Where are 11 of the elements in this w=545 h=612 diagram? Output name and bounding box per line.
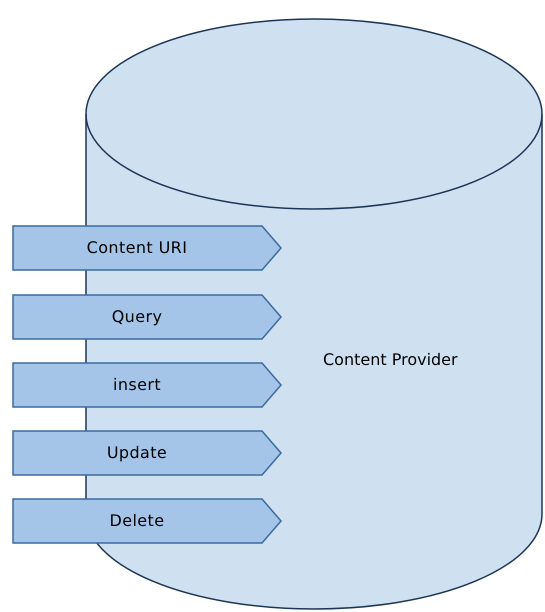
tag-label: insert xyxy=(112,374,162,396)
pentagon-tag xyxy=(12,225,282,271)
cylinder-label: Content Provider xyxy=(323,349,458,371)
tag-label: Content URI xyxy=(86,237,188,259)
pentagon-tag xyxy=(12,498,282,544)
pentagon-tag xyxy=(12,294,282,340)
tag-label: Delete xyxy=(110,510,164,532)
tag-label: Query xyxy=(112,306,162,328)
pentagon-tag xyxy=(12,430,282,476)
pentagon-tag xyxy=(12,362,282,408)
tag-label: Update xyxy=(106,442,168,464)
